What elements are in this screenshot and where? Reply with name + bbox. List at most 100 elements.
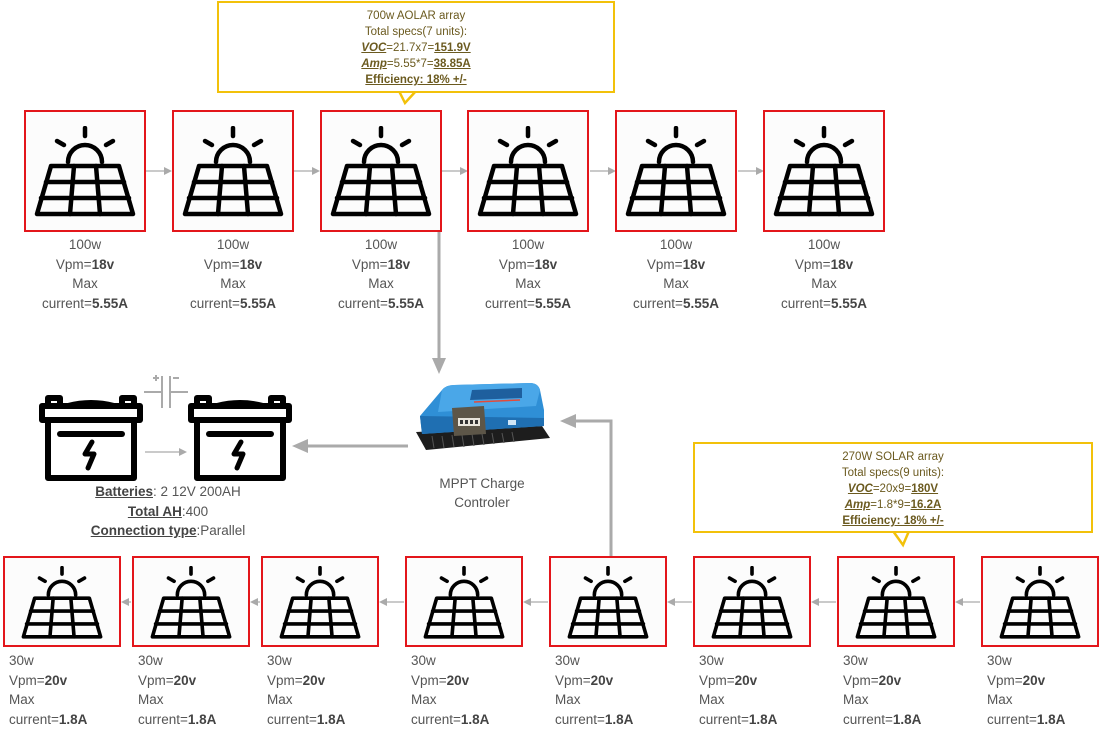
panel-max-label: Max (368, 276, 394, 291)
solar-panel-box[interactable] (172, 110, 294, 232)
panel-max-label: Max (267, 692, 293, 707)
mppt-controller-label: MPPT Charge Controler (439, 476, 525, 510)
panel-max-label: Max (515, 276, 541, 291)
panel-max-label: Max (411, 692, 437, 707)
solar-panel-box[interactable] (261, 556, 379, 647)
panel-max-label: Max (220, 276, 246, 291)
panel-power: 30w (987, 653, 1012, 668)
panel-current: current=1.8A (138, 711, 217, 727)
callout-title: 270W SOLAR array (842, 451, 944, 463)
panel-current: current=5.55A (42, 295, 128, 311)
panel-specs: 100w Vpm=18v Max current=5.55A (5, 235, 165, 313)
solar-panel-icon (477, 126, 579, 217)
panel-vpm: Vpm=20v (843, 672, 902, 688)
panel-specs: 30w Vpm=20v Max current=1.8A (699, 651, 829, 729)
callout-voc: VOC=21.7x7=151.9V (361, 42, 471, 54)
capacitor-symbol-icon (144, 375, 188, 408)
solar-panel-box[interactable] (320, 110, 442, 232)
panel-vpm: Vpm=18v (351, 256, 411, 272)
panel-current: current=5.55A (781, 295, 867, 311)
panel-specs: 30w Vpm=20v Max current=1.8A (555, 651, 685, 729)
panel-current: current=1.8A (9, 711, 88, 727)
callout-270w-pointer (891, 530, 911, 548)
solar-panel-icon (423, 566, 505, 639)
solar-panel-box[interactable] (3, 556, 121, 647)
panel-current: current=1.8A (987, 711, 1066, 727)
solar-panel-icon (330, 126, 432, 217)
panel-power: 30w (411, 653, 436, 668)
panel-max-label: Max (138, 692, 164, 707)
panel-current: current=5.55A (633, 295, 719, 311)
solar-panel-box[interactable] (763, 110, 885, 232)
panel-vpm: Vpm=18v (794, 256, 854, 272)
panel-vpm: Vpm=20v (9, 672, 68, 688)
solar-panel-box[interactable] (693, 556, 811, 647)
callout-270w-array: 270W SOLAR array Total specs(9 units): V… (693, 442, 1093, 533)
solar-panel-box[interactable] (549, 556, 667, 647)
solar-panel-icon (279, 566, 361, 639)
panel-specs: 30w Vpm=20v Max current=1.8A (843, 651, 973, 729)
panel-specs: 100w Vpm=18v Max current=5.55A (153, 235, 313, 313)
solar-panel-icon (855, 566, 937, 639)
solar-panel-box[interactable] (132, 556, 250, 647)
panel-current: current=1.8A (267, 711, 346, 727)
callout-subtitle: Total specs(7 units): (364, 26, 468, 38)
panel-specs: 100w Vpm=18v Max current=5.55A (744, 235, 904, 313)
panel-power: 30w (267, 653, 292, 668)
panel-vpm: Vpm=18v (498, 256, 558, 272)
solar-panel-icon (34, 126, 136, 217)
panel-specs: 30w Vpm=20v Max current=1.8A (987, 651, 1100, 729)
callout-amp: Amp=5.55*7=38.85A (361, 58, 471, 70)
solar-panel-box[interactable] (405, 556, 523, 647)
panel-current: current=1.8A (411, 711, 490, 727)
callout-amp: Amp=1.8*9=16.2A (844, 499, 942, 511)
callout-subtitle: Total specs(9 units): (841, 467, 945, 479)
callout-efficiency: Efficiency: 18% +/- (365, 74, 467, 86)
solar-panel-icon (999, 566, 1081, 639)
solar-panel-icon (711, 566, 793, 639)
panel-current: current=1.8A (699, 711, 778, 727)
battery-info: Batteries: 2 12V 200AH Total AH:400 Conn… (48, 482, 288, 541)
panel-current: current=1.8A (843, 711, 922, 727)
panel-specs: 100w Vpm=18v Max current=5.55A (301, 235, 461, 313)
panel-power: 100w (659, 237, 693, 252)
panel-power: 100w (807, 237, 841, 252)
panel-max-label: Max (843, 692, 869, 707)
panel-specs: 30w Vpm=20v Max current=1.8A (411, 651, 541, 729)
solar-panel-box[interactable] (467, 110, 589, 232)
panel-power: 30w (555, 653, 580, 668)
panel-current: current=5.55A (338, 295, 424, 311)
panel-vpm: Vpm=20v (699, 672, 758, 688)
panel-power: 30w (699, 653, 724, 668)
panel-power: 100w (364, 237, 398, 252)
panel-vpm: Vpm=20v (555, 672, 614, 688)
panel-power: 100w (68, 237, 102, 252)
panel-specs: 30w Vpm=20v Max current=1.8A (138, 651, 268, 729)
panel-current: current=1.8A (555, 711, 634, 727)
mppt-controller-icon[interactable] (412, 380, 552, 452)
car-battery-icon (39, 395, 143, 481)
panel-vpm: Vpm=20v (267, 672, 326, 688)
panel-specs: 30w Vpm=20v Max current=1.8A (9, 651, 139, 729)
solar-panel-box[interactable] (981, 556, 1099, 647)
solar-panel-icon (567, 566, 649, 639)
bottom-array-to-controller-wire (560, 414, 613, 556)
panel-vpm: Vpm=18v (203, 256, 263, 272)
solar-panel-box[interactable] (837, 556, 955, 647)
callout-title: 700w AOLAR array (366, 10, 466, 22)
total-ah-line: Total AH:400 (127, 503, 209, 519)
panel-max-label: Max (987, 692, 1013, 707)
panel-max-label: Max (811, 276, 837, 291)
panel-max-label: Max (555, 692, 581, 707)
solar-panel-box[interactable] (24, 110, 146, 232)
panel-vpm: Vpm=20v (411, 672, 470, 688)
car-battery-icon (188, 395, 292, 481)
panel-vpm: Vpm=18v (646, 256, 706, 272)
panel-vpm: Vpm=20v (138, 672, 197, 688)
panel-power: 100w (216, 237, 250, 252)
callout-efficiency: Efficiency: 18% +/- (842, 515, 944, 527)
panel-power: 30w (843, 653, 868, 668)
panel-current: current=5.55A (190, 295, 276, 311)
solar-panel-box[interactable] (615, 110, 737, 232)
callout-700w-array: 700w AOLAR array Total specs(7 units): V… (217, 1, 615, 93)
